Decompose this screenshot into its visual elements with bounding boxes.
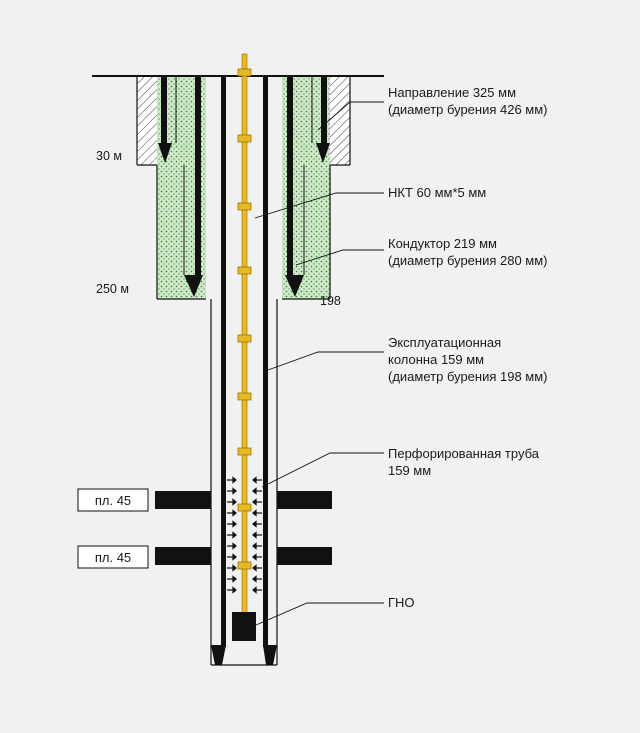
inflow-arrow (227, 575, 237, 583)
label-perforated-line2: 159 мм (388, 463, 431, 478)
inflow-arrow (252, 509, 262, 517)
label-production-line3: (диаметр бурения 198 мм) (388, 369, 548, 384)
label-direction-line1: Направление 325 мм (388, 85, 516, 100)
inflow-arrow (227, 542, 237, 550)
label-production-line1: Эксплуатационная (388, 335, 501, 350)
production-casing (211, 77, 277, 665)
label-conductor-line1: Кондуктор 219 мм (388, 236, 497, 251)
inflow-arrow (252, 575, 262, 583)
rock-hatch-left (137, 77, 157, 165)
tubing-coupling (237, 392, 252, 401)
tubing-nkt (237, 53, 252, 615)
inflow-arrow (252, 553, 262, 561)
inflow-arrow (227, 498, 237, 506)
inflow-arrow (252, 487, 262, 495)
formation-layer-left-1 (155, 491, 211, 509)
formation-label-1: пл. 45 (95, 493, 131, 508)
inflow-arrow (227, 553, 237, 561)
label-nkt: НКТ 60 мм*5 мм (388, 185, 486, 200)
perforation-inflow-arrows (227, 476, 262, 594)
tubing-coupling (237, 334, 252, 343)
inflow-arrow (252, 531, 262, 539)
label-perforated-line1: Перфорированная труба (388, 446, 540, 461)
label-gno: ГНО (388, 595, 415, 610)
tubing-coupling (237, 134, 252, 143)
label-production-line2: колонна 159 мм (388, 352, 484, 367)
direction-casing (158, 77, 330, 163)
downhole-pump-gno (232, 612, 256, 641)
inflow-arrow (252, 520, 262, 528)
leader-lines (254, 101, 384, 626)
inflow-arrow (227, 487, 237, 495)
inflow-arrow (227, 531, 237, 539)
label-conductor-line2: (диаметр бурения 280 мм) (388, 253, 548, 268)
inflow-arrow (252, 586, 262, 594)
tubing-coupling (237, 266, 252, 275)
inflow-arrow (252, 564, 262, 572)
formation-layer-right-1 (277, 491, 332, 509)
label-direction-line2: (диаметр бурения 426 мм) (388, 102, 548, 117)
inflow-arrow (252, 476, 262, 484)
inflow-arrow (227, 564, 237, 572)
tubing-coupling (237, 68, 252, 77)
depth-label-30m: 30 м (96, 149, 122, 163)
depth-label-198: 198 (320, 294, 341, 308)
tubing-coupling (237, 202, 252, 211)
inflow-arrow (227, 520, 237, 528)
tubing-coupling (237, 561, 252, 570)
depth-label-250m: 250 м (96, 282, 129, 296)
tubing-coupling (237, 447, 252, 456)
inflow-arrow (252, 542, 262, 550)
formation-label-box-1: пл. 45 (77, 488, 149, 512)
rock-hatch-right (330, 77, 350, 165)
conductor-casing (183, 77, 305, 297)
inflow-arrow (227, 586, 237, 594)
inflow-arrow (227, 476, 237, 484)
formation-layer-left-2 (155, 547, 211, 565)
formation-label-2: пл. 45 (95, 550, 131, 565)
inflow-arrow (252, 498, 262, 506)
tubing-coupling (237, 503, 252, 512)
formation-layer-right-2 (277, 547, 332, 565)
formation-label-box-2: пл. 45 (77, 545, 149, 569)
inflow-arrow (227, 509, 237, 517)
